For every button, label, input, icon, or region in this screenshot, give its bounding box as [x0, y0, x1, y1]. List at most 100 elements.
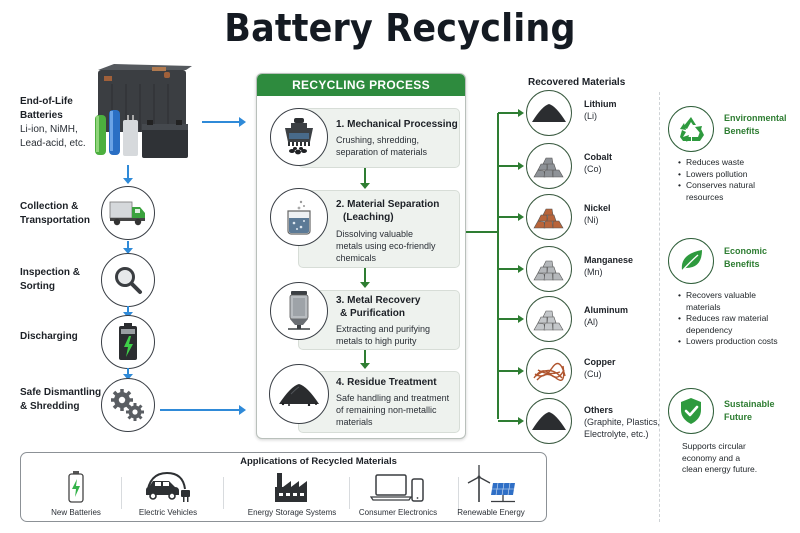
page-title: Battery Recycling	[224, 6, 576, 50]
start-sub-2: Lead-acid, etc.	[20, 138, 86, 149]
material-copper: Copper (Cu)	[584, 356, 616, 380]
laptop-phone-icon	[343, 467, 453, 503]
manganese-pile-icon	[526, 246, 572, 292]
material-symbol: (Mn)	[584, 267, 603, 277]
material-symbol: (Al)	[584, 317, 598, 327]
material-manganese: Manganese (Mn)	[584, 254, 633, 278]
start-sub-1: Li-ion, NiMH,	[20, 124, 78, 135]
material-name: Manganese	[584, 255, 634, 265]
benefit-sus-line: economy and a	[682, 452, 741, 463]
process-step-2-desc-3: chemicals	[336, 253, 377, 263]
benefit-eco-title-2: Benefits	[724, 259, 760, 269]
ev-car-icon	[118, 467, 218, 503]
step-inspection-label-2: Sorting	[20, 281, 55, 292]
app-label: Renewable Energy	[457, 508, 525, 517]
process-step-1-title: 1. Mechanical Processing	[336, 119, 458, 130]
app-separator	[223, 477, 224, 509]
truck-icon	[101, 186, 155, 240]
app-separator	[121, 477, 122, 509]
process-step-4-desc-3: materials	[336, 417, 373, 427]
step-inspection-label-1: Inspection &	[20, 267, 81, 278]
step-collection-label-1: Collection &	[20, 201, 79, 212]
material-symbol: (Co)	[584, 164, 602, 174]
process-step-1-text: 1. Mechanical Processing Crushing, shred…	[336, 118, 458, 158]
process-step-4-title: 4. Residue Treatment	[336, 377, 437, 388]
benefit-sus-title-1: Sustainable	[724, 399, 775, 409]
app-new-batteries: New Batteries	[26, 467, 126, 517]
benefit-eco-item: Recovers valuable materials	[678, 290, 790, 313]
material-name: Copper	[584, 357, 616, 367]
app-label: Consumer Electronics	[358, 508, 438, 517]
app-label: New Batteries	[51, 508, 101, 517]
material-branch-arrow	[498, 161, 524, 170]
process-step-1-desc-2: separation of materials	[336, 147, 428, 157]
reactor-icon	[270, 282, 328, 340]
material-symbol-2: Electrolyte, etc.)	[584, 429, 649, 439]
benefit-sus-text: Supports circular economy and a clean en…	[682, 441, 757, 476]
nickel-pile-icon	[526, 194, 572, 240]
material-branch-arrow	[498, 314, 524, 323]
benefits-divider	[659, 92, 660, 522]
material-cobalt: Cobalt (Co)	[584, 151, 612, 175]
benefit-env-item: Lowers pollution	[678, 169, 788, 181]
app-separator	[349, 477, 350, 509]
benefit-eco-title-1: Economic	[724, 246, 768, 256]
material-name: Nickel	[584, 203, 611, 213]
step-discharging: Discharging	[20, 330, 78, 344]
lithium-pile-icon	[526, 90, 572, 136]
start-title-2: Batteries	[20, 110, 63, 121]
material-name: Aluminum	[584, 305, 628, 315]
connector-main	[466, 231, 499, 233]
app-electric-vehicles: Electric Vehicles	[118, 467, 218, 517]
wind-solar-icon	[441, 465, 541, 503]
graphite-pile-icon	[526, 398, 572, 444]
process-step-2-title-1: 2. Material Separation	[336, 199, 440, 210]
process-step-4-desc-1: Safe handling and treatment	[336, 393, 450, 403]
benefit-eco-item: Reduces raw material dependency	[678, 313, 790, 336]
process-step-3-desc-1: Extracting and purifying	[336, 324, 431, 334]
step-discharging-label: Discharging	[20, 331, 78, 342]
leaf-icon	[668, 238, 714, 284]
process-step-3-title-2: & Purification	[340, 308, 406, 319]
step-dismantling: Safe Dismantling & Shredding	[20, 386, 101, 414]
factory-icon	[227, 467, 357, 503]
process-step-3-title-1: 3. Metal Recovery	[336, 295, 421, 306]
process-step-2-desc-2: metals using eco-friendly	[336, 241, 436, 251]
arrow-to-process-top	[202, 117, 246, 127]
material-branch-arrow	[498, 264, 524, 273]
benefit-sus-title-2: Future	[724, 412, 752, 422]
end-of-life-batteries: End-of-Life Batteries Li-ion, NiMH, Lead…	[20, 95, 86, 151]
benefit-env-list: Reduces waste Lowers pollution Conserves…	[678, 157, 788, 203]
material-symbol: (Graphite, Plastics,	[584, 417, 661, 427]
process-step-3-text: 3. Metal Recovery & Purification Extract…	[336, 294, 430, 347]
material-symbol: (Cu)	[584, 369, 602, 379]
app-consumer-electronics: Consumer Electronics	[343, 467, 453, 517]
material-branch-arrow	[498, 366, 524, 375]
battery-icon	[26, 467, 126, 503]
beaker-icon	[270, 188, 328, 246]
material-name: Others	[584, 405, 614, 415]
battery-charge-icon	[101, 315, 155, 369]
recycle-icon	[668, 106, 714, 152]
benefit-environmental: Environmental Benefits	[724, 112, 787, 138]
arrow-to-process-bottom	[160, 405, 246, 415]
material-name: Lithium	[584, 99, 617, 109]
material-nickel: Nickel(Ni)	[584, 202, 611, 226]
benefit-eco-list: Recovers valuable materials Reduces raw …	[678, 290, 790, 348]
process-step-3-desc-2: metals to high purity	[336, 336, 417, 346]
material-name: Cobalt	[584, 152, 612, 162]
material-aluminum: Aluminum (Al)	[584, 304, 628, 328]
copper-wire-icon	[526, 348, 572, 394]
materials-heading: Recovered Materials	[528, 77, 626, 88]
process-step-2-title-2: (Leaching)	[343, 212, 394, 223]
material-branch-arrow	[498, 108, 524, 117]
step-collection: Collection & Transportation	[20, 200, 90, 228]
benefit-env-title-2: Benefits	[724, 126, 760, 136]
material-others: Others (Graphite, Plastics, Electrolyte, e…	[584, 404, 660, 440]
process-step-4-desc-2: of remaining non-metallic	[336, 405, 437, 415]
benefit-sustainable: Sustainable Future	[724, 398, 775, 424]
aluminum-pile-icon	[526, 296, 572, 342]
step-inspection: Inspection & Sorting	[20, 266, 80, 294]
step-collection-label-2: Transportation	[20, 215, 91, 226]
benefit-env-title-1: Environmental	[724, 113, 787, 123]
